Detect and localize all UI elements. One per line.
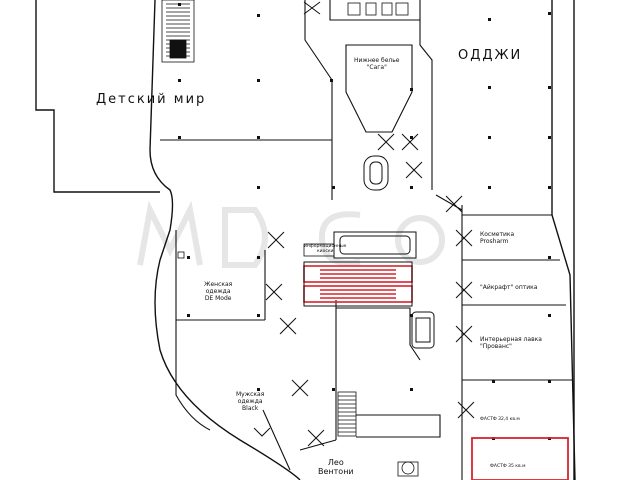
store-label-men: Мужская одежда Black [236,391,265,412]
store-label-detsky-mir: Детский мир [96,92,207,107]
store-label-cosmetics: Косметика Prosharm [480,231,515,245]
store-label-optics: "Айкрафт" оптика [480,284,538,291]
store-label-women: Женская одежда DE Mode [204,281,233,302]
escalator-icon [303,265,413,303]
elevator-icon [411,311,435,349]
interior-walls [160,0,572,480]
door-icon [253,1,475,447]
columns [178,3,551,440]
kiosk-label: информационные киоски [304,244,347,255]
seating-pod [363,155,389,191]
store-label-oodji: ОДДЖИ [458,48,523,63]
stairs-icon [161,0,195,63]
unit-area-label-1: ФАСТФ 32,4 кв.м [480,417,520,422]
store-label-underwear: Нижнее белье "Сага" [354,57,400,71]
outer-walls [35,0,576,480]
unit-area-label-2: ФАСТФ 35 кв.м [490,464,526,469]
info-kiosk [303,243,335,257]
store-label-leo: Лео Вентони [318,458,354,477]
fixture [177,251,185,259]
watermark [137,200,445,268]
restroom-block [347,2,409,16]
lower-stairs [337,391,419,477]
store-label-provence: Интерьерная лавка "Прованс" [480,336,542,350]
highlighted-unit[interactable] [471,437,569,480]
